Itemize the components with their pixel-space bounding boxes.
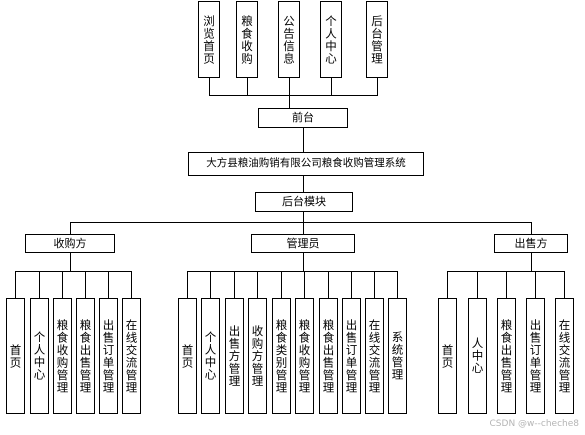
connector [247, 78, 248, 95]
admin-item-personal-center: 个人中心 [201, 298, 220, 414]
admin-item-sale-order-mgmt: 出售订单管理 [342, 298, 361, 414]
connector [535, 271, 536, 298]
connector [564, 271, 565, 298]
connector [447, 271, 448, 298]
top-item-browse-home: 浏览首页 [198, 1, 220, 78]
top-item-personal-center: 个人中心 [320, 1, 342, 78]
connector [289, 78, 290, 95]
connector [304, 271, 305, 298]
connector [70, 222, 71, 234]
connector [397, 271, 398, 298]
connector [70, 222, 531, 223]
admin-item-buyer-mgmt: 收购方管理 [248, 298, 267, 414]
connector [303, 176, 304, 192]
connector [377, 78, 378, 95]
admin-item-grain-purchase-mgmt: 粮食收购管理 [295, 298, 314, 414]
connector [85, 271, 86, 298]
buyer-item-sale-order-mgmt: 出售订单管理 [99, 298, 118, 414]
connector [303, 253, 304, 271]
admin-item-grain-category-mgmt: 粮食类别管理 [272, 298, 291, 414]
connector [281, 271, 282, 298]
connector [303, 222, 304, 234]
buyer-item-personal-center: 个人中心 [30, 298, 49, 414]
seller-item-grain-sale-mgmt: 粮食出售管理 [497, 298, 516, 414]
connector [234, 271, 235, 298]
connector [303, 212, 304, 222]
buyer-item-grain-sale-mgmt: 粮食出售管理 [76, 298, 95, 414]
role-seller-box: 出售方 [494, 234, 568, 253]
buyer-item-online-chat-mgmt: 在线交流管理 [122, 298, 141, 414]
connector [209, 95, 378, 96]
admin-item-grain-sale-mgmt: 粮食出售管理 [319, 298, 338, 414]
connector [39, 271, 40, 298]
connector [257, 271, 258, 298]
connector [62, 271, 63, 298]
admin-item-seller-mgmt: 出售方管理 [225, 298, 244, 414]
connector [351, 271, 352, 298]
top-item-backend-admin: 后台管理 [366, 1, 388, 78]
connector [187, 271, 188, 298]
system-title-box: 大方县粮油购销有限公司粮食收购管理系统 [188, 152, 424, 176]
connector [209, 78, 210, 95]
connector [374, 271, 375, 298]
seller-item-online-chat-mgmt: 在线交流管理 [555, 298, 574, 414]
connector [70, 253, 71, 271]
watermark: CSDN @w--cheche8 [489, 419, 579, 429]
connector [187, 271, 398, 272]
admin-item-home: 首页 [178, 298, 197, 414]
seller-item-sale-order-mgmt: 出售订单管理 [526, 298, 545, 414]
buyer-item-grain-purchase-mgmt: 粮食收购管理 [53, 298, 72, 414]
connector [506, 271, 507, 298]
connector [210, 271, 211, 298]
role-buyer-box: 收购方 [25, 234, 115, 253]
connector [15, 271, 132, 272]
connector [131, 271, 132, 298]
admin-item-online-chat-mgmt: 在线交流管理 [365, 298, 384, 414]
seller-item-home: 首页 [438, 298, 457, 414]
connector [531, 253, 532, 271]
admin-item-system-mgmt: 系统管理 [388, 298, 407, 414]
connector [15, 271, 16, 298]
top-item-notice: 公告信息 [278, 1, 300, 78]
buyer-item-home: 首页 [6, 298, 25, 414]
connector [331, 78, 332, 95]
connector [531, 222, 532, 234]
top-item-grain-purchase: 粮食收购 [236, 1, 258, 78]
frontend-box: 前台 [258, 108, 348, 128]
seller-item-personal-center: 人中心 [468, 298, 487, 414]
connector [328, 271, 329, 298]
backend-module-box: 后台模块 [255, 192, 353, 212]
connector [303, 128, 304, 152]
connector [108, 271, 109, 298]
connector [477, 271, 478, 298]
connector [289, 95, 290, 108]
role-admin-box: 管理员 [251, 234, 355, 253]
